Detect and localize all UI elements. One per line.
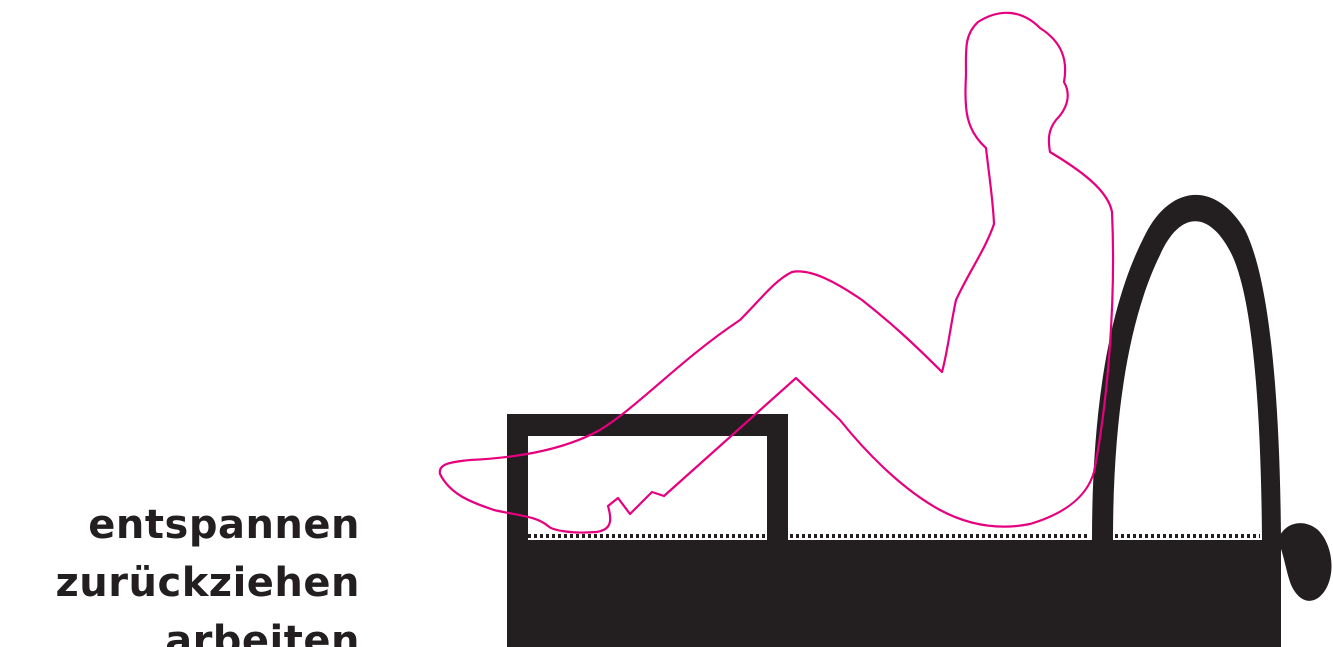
sofa-base xyxy=(507,540,1281,647)
backrest-arch xyxy=(1092,195,1281,540)
footrest-frame xyxy=(507,414,788,540)
caption-line-work: arbeiten xyxy=(40,612,360,647)
sofa-silhouette xyxy=(507,195,1332,647)
caption-line-relax: entspannen xyxy=(40,496,360,554)
caption: entspannen zurückziehen arbeiten xyxy=(40,496,360,647)
caption-line-retreat: zurückziehen xyxy=(40,554,360,612)
handle-knob xyxy=(1278,523,1332,601)
